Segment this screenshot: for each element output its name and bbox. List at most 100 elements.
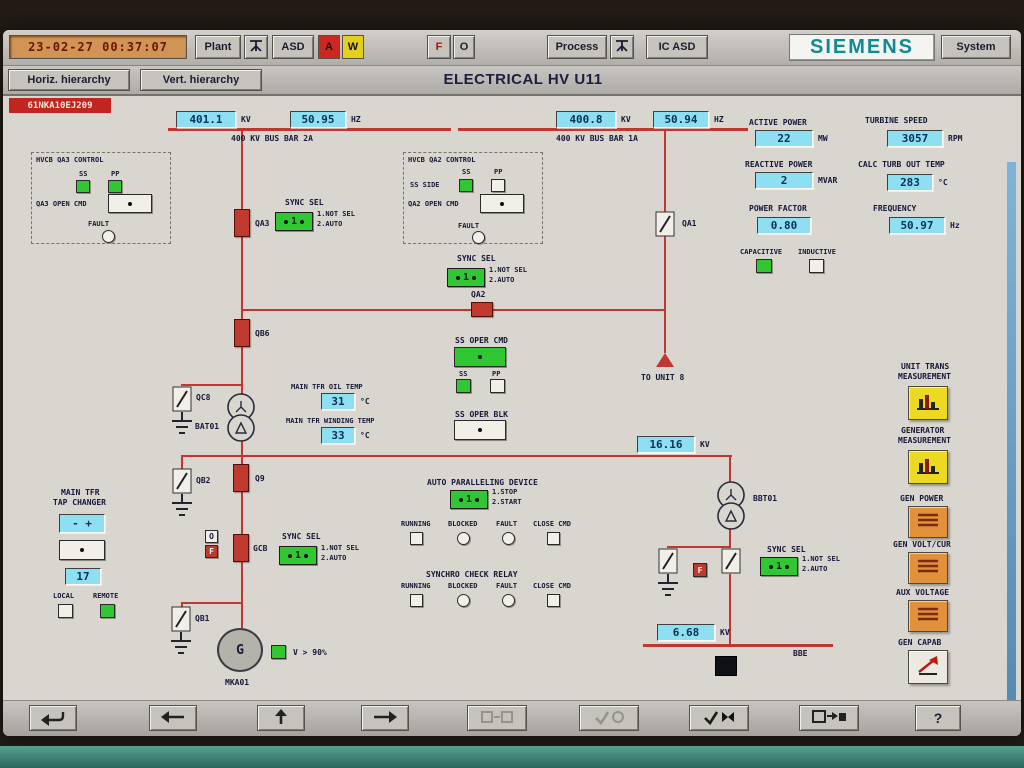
alarm-w-indicator[interactable]: W — [342, 35, 364, 59]
unit-trans-measurement-button[interactable] — [908, 386, 948, 420]
qa2-sync-sel-selector[interactable]: 1 — [447, 268, 485, 287]
blocked-indicator — [457, 532, 470, 545]
side-button-label: MEASUREMENT — [898, 372, 951, 381]
ss-oper-blk-label: SS OPER BLK — [455, 410, 508, 419]
page-title: ELECTRICAL HV U11 — [443, 71, 603, 88]
copy-view-button-disabled[interactable] — [467, 705, 527, 731]
gcb-sync-sel-selector[interactable]: 1 — [279, 546, 317, 565]
side-button-label: GEN POWER — [900, 494, 944, 503]
apd-opt1: 1.STOP — [492, 488, 518, 496]
ss-indicator — [456, 379, 471, 393]
qb2-disconnector[interactable] — [172, 468, 192, 494]
reactive-power-unit: MVAR — [818, 176, 838, 185]
alarm-a-indicator[interactable]: A — [318, 35, 340, 59]
tap-command-button[interactable] — [59, 540, 105, 560]
bus1a-voltage-unit: KV — [621, 115, 631, 124]
ss-indicator — [459, 179, 473, 192]
gcb-label: GCB — [253, 544, 268, 553]
aux-voltage-button[interactable] — [908, 600, 948, 632]
qa2-open-cmd-button[interactable] — [480, 194, 524, 213]
qa3-sync-sel-selector[interactable]: 1 — [275, 212, 313, 231]
o-button[interactable]: O — [453, 35, 475, 59]
bat01-transformer[interactable] — [225, 392, 257, 444]
pp-indicator — [491, 179, 505, 192]
qa3-open-cmd-button[interactable] — [108, 194, 152, 213]
pp-indicator — [490, 379, 505, 393]
hvcb-qa3-title: HVCB QA3 CONTROL — [36, 156, 104, 164]
aux-disconnector[interactable] — [721, 548, 741, 574]
close-cmd-indicator — [547, 532, 560, 545]
qa3-breaker[interactable] — [234, 209, 250, 237]
aux-earthing-switch[interactable] — [658, 548, 678, 574]
inductive-indicator — [809, 259, 824, 273]
fault-label: FAULT — [458, 222, 480, 230]
qb1-disconnector[interactable] — [171, 606, 191, 632]
bat01-label: BAT01 — [195, 422, 220, 431]
ss-oper-blk-button[interactable] — [454, 420, 506, 440]
process-hierarchy-button[interactable] — [610, 35, 634, 59]
close-cmd-indicator — [547, 594, 560, 607]
fault-label: FAULT — [496, 582, 518, 590]
gen-capab-button[interactable] — [908, 650, 948, 684]
blocked-label: BLOCKED — [448, 582, 478, 590]
system-button[interactable]: System — [941, 35, 1011, 59]
generator-measurement-button[interactable] — [908, 450, 948, 484]
running-indicator — [410, 532, 423, 545]
qb6-breaker[interactable] — [234, 319, 250, 347]
ss-label: SS — [462, 168, 471, 176]
process-button[interactable]: Process — [547, 35, 607, 59]
apd-selector[interactable]: 1 — [450, 490, 488, 509]
gen-volt-cur-button[interactable] — [908, 552, 948, 584]
up-button[interactable] — [257, 705, 305, 731]
qa2-breaker[interactable] — [471, 302, 493, 317]
help-button[interactable]: ? — [915, 705, 961, 731]
plant-button[interactable]: Plant — [195, 35, 241, 59]
check-circle-icon — [592, 708, 626, 729]
bbe-load-block — [715, 656, 737, 676]
pp-label: PP — [111, 170, 120, 178]
f-button[interactable]: F — [427, 35, 451, 59]
bbt01-transformer[interactable] — [715, 480, 747, 532]
gen-power-button[interactable] — [908, 506, 948, 538]
pp-indicator — [108, 180, 122, 193]
qa1-disconnector[interactable] — [655, 211, 675, 237]
synchro-check-label: SYNCHRO CHECK RELAY — [426, 570, 518, 579]
sync-sel-label: SYNC SEL — [457, 254, 496, 263]
q9-breaker[interactable] — [233, 464, 249, 492]
tap-position-value: 17 — [65, 568, 101, 585]
bottom-toolbar: ? — [3, 700, 1021, 736]
ss-label: SS — [459, 370, 468, 378]
sync-sel-opt1: 1.NOT SEL — [321, 544, 359, 552]
confirm-button-disabled[interactable] — [579, 705, 639, 731]
fault-indicator — [472, 231, 485, 244]
tap-raise-lower-button[interactable]: - + — [59, 514, 105, 533]
power-factor-value: 0.80 — [757, 217, 811, 234]
generator-symbol[interactable]: G — [217, 628, 263, 672]
asd-button[interactable]: ASD — [272, 35, 314, 59]
screen-print-button[interactable] — [799, 705, 859, 731]
right-button[interactable] — [361, 705, 409, 731]
feeder-line — [241, 131, 243, 456]
gen-bus-voltage-value: 16.16 — [637, 436, 695, 453]
busbar-1a-line — [458, 128, 748, 131]
back-button[interactable] — [29, 705, 77, 731]
ground-symbol — [172, 412, 192, 434]
gcb-breaker[interactable] — [233, 534, 249, 562]
ss-indicator — [76, 180, 90, 193]
horiz-hierarchy-button[interactable]: Horiz. hierarchy — [8, 69, 130, 91]
acknowledge-button[interactable] — [689, 705, 749, 731]
vert-hierarchy-button[interactable]: Vert. hierarchy — [140, 69, 262, 91]
turbine-speed-label: TURBINE SPEED — [865, 116, 928, 125]
plant-hierarchy-button[interactable] — [244, 35, 268, 59]
aux-branch-line — [667, 546, 731, 548]
inductive-label: INDUCTIVE — [798, 248, 836, 256]
capacitive-label: CAPACITIVE — [740, 248, 783, 256]
frequency-label: FREQUENCY — [873, 204, 917, 213]
left-button[interactable] — [149, 705, 197, 731]
fault-label: FAULT — [496, 520, 518, 528]
turbine-speed-value: 3057 — [887, 130, 943, 147]
aux-sync-sel-selector[interactable]: 1 — [760, 557, 798, 576]
qc8-disconnector[interactable] — [172, 386, 192, 412]
ss-oper-cmd-button[interactable] — [454, 347, 506, 367]
ic-asd-button[interactable]: IC ASD — [646, 35, 708, 59]
